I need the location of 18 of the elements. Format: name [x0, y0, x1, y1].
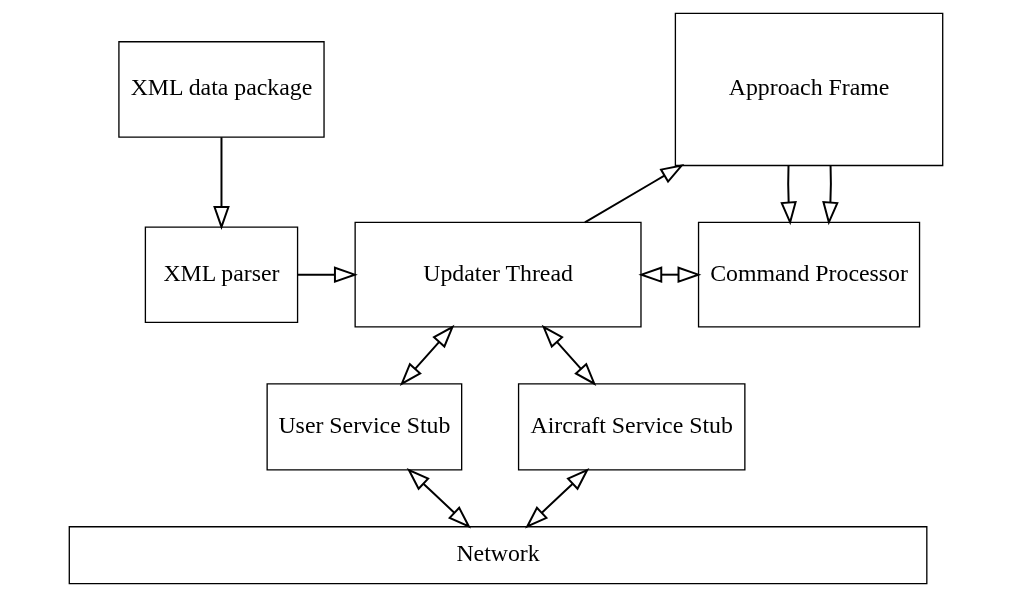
node-box: Aircraft Service Stub	[517, 383, 746, 471]
node-box: Updater Thread	[353, 221, 642, 328]
node-box: XML data package	[117, 41, 325, 138]
arrow	[821, 164, 839, 226]
node-box: XML parser	[144, 226, 298, 323]
arrow	[524, 468, 589, 529]
node-box: Command Processor	[697, 221, 920, 328]
arrow	[296, 266, 358, 284]
node-box: User Service Stub	[265, 383, 462, 471]
arrow	[583, 164, 684, 224]
arrow	[406, 468, 471, 529]
arrow	[399, 324, 454, 386]
arrow	[637, 266, 701, 284]
node-box: Approach Frame	[674, 12, 943, 167]
node-box: Network	[68, 526, 927, 585]
arrow	[212, 136, 230, 230]
arrow	[779, 164, 797, 226]
arrow	[541, 324, 596, 386]
